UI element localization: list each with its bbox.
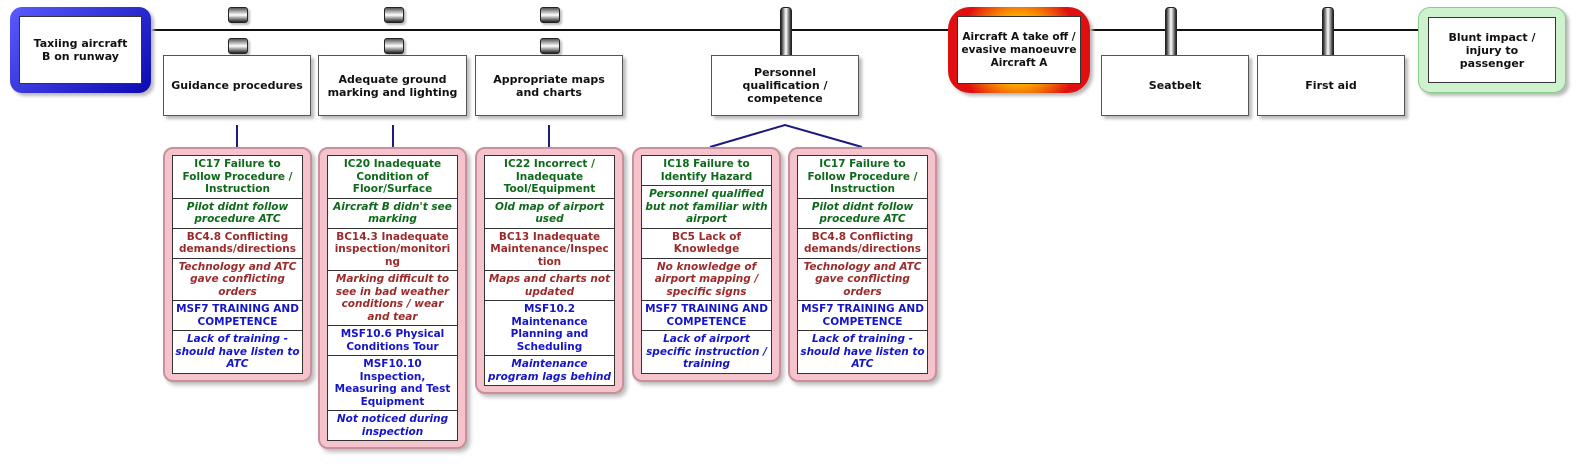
connector-line [548, 125, 550, 147]
bc-desc-cell[interactable]: Marking difficult to see in bad weather … [327, 271, 458, 326]
top-event-label: Aircraft A take off / evasive manoeuvre … [957, 16, 1081, 84]
barrier-maps-charts[interactable]: Appropriate maps and charts [475, 55, 623, 116]
bc-cell[interactable]: BC4.8 Conflicting demands/directions [172, 228, 303, 259]
barrier-post-icon [1322, 7, 1334, 59]
msf-desc-cell[interactable]: Maintenance program lags behind [484, 356, 615, 386]
barrier-indicator-icon [540, 38, 560, 54]
barrier-post-icon [780, 7, 792, 59]
ic-desc-cell[interactable]: Pilot didnt follow procedure ATC [172, 198, 303, 229]
barrier-personnel-qualification[interactable]: Personnel qualification / competence [711, 55, 859, 116]
barrier-guidance-procedures[interactable]: Guidance procedures [163, 55, 311, 116]
barrier-post-icon [1165, 7, 1177, 59]
bc-cell[interactable]: BC5 Lack of Knowledge [641, 228, 772, 259]
connector-line [392, 125, 394, 147]
msf-cell[interactable]: MSF10.2 Maintenance Planning and Schedul… [484, 301, 615, 356]
ic-desc-cell[interactable]: Old map of airport used [484, 198, 615, 229]
barrier-indicator-icon [228, 7, 248, 23]
barrier-label: Adequate ground marking and lighting [327, 72, 458, 99]
threat-label: Taxiing aircraft B on runway [19, 16, 142, 84]
barrier-indicator-icon [228, 38, 248, 54]
ic-cell[interactable]: IC17 Failure to Follow Procedure / Instr… [797, 155, 928, 199]
degradation-factor-group: IC22 Incorrect / Inadequate Tool/Equipme… [475, 147, 624, 394]
barrier-seatbelt[interactable]: Seatbelt [1101, 55, 1249, 116]
ic-cell[interactable]: IC22 Incorrect / Inadequate Tool/Equipme… [484, 155, 615, 199]
barrier-indicator-icon [384, 7, 404, 23]
consequence-node[interactable]: Blunt impact / injury to passenger [1418, 7, 1566, 93]
msf-cell[interactable]: MSF7 TRAINING AND COMPETENCE [172, 301, 303, 331]
msf-desc-cell[interactable]: Lack of training - should have listen to… [797, 331, 928, 374]
bc-desc-cell[interactable]: No knowledge of airport mapping / specif… [641, 258, 772, 301]
degradation-factor-group: IC17 Failure to Follow Procedure / Instr… [163, 147, 312, 382]
msf-cell[interactable]: MSF10.10 Inspection, Measuring and Test … [327, 356, 458, 411]
barrier-ground-marking[interactable]: Adequate ground marking and lighting [318, 55, 467, 116]
barrier-first-aid[interactable]: First aid [1257, 55, 1405, 116]
top-event-node[interactable]: Aircraft A take off / evasive manoeuvre … [948, 7, 1090, 93]
bc-cell[interactable]: BC14.3 Inadequate inspection/monitori ng [327, 228, 458, 271]
barrier-label: Personnel qualification / competence [742, 66, 828, 105]
msf-desc-cell[interactable]: Lack of airport specific instruction / t… [641, 331, 772, 374]
ic-desc-cell[interactable]: Pilot didnt follow procedure ATC [797, 198, 928, 229]
connector-line [236, 125, 238, 147]
bc-cell[interactable]: BC4.8 Conflicting demands/directions [797, 228, 928, 259]
degradation-factor-group: IC17 Failure to Follow Procedure / Instr… [788, 147, 937, 382]
msf-desc-cell[interactable]: Not noticed during inspection [327, 411, 458, 441]
ic-cell[interactable]: IC18 Failure to Identify Hazard [641, 155, 772, 186]
fork-connector [709, 123, 863, 148]
barrier-label: Appropriate maps and charts [493, 72, 605, 99]
barrier-label: Seatbelt [1148, 79, 1202, 92]
bc-cell[interactable]: BC13 Inadequate Maintenance/Inspec tion [484, 228, 615, 271]
barrier-label: Guidance procedures [171, 79, 303, 92]
bc-desc-cell[interactable]: Technology and ATC gave conflicting orde… [172, 258, 303, 301]
msf-cell[interactable]: MSF10.6 Physical Conditions Tour [327, 326, 458, 356]
threat-node[interactable]: Taxiing aircraft B on runway [10, 7, 151, 93]
barrier-indicator-icon [384, 38, 404, 54]
bc-desc-cell[interactable]: Technology and ATC gave conflicting orde… [797, 258, 928, 301]
msf-desc-cell[interactable]: Lack of training - should have listen to… [172, 331, 303, 374]
msf-cell[interactable]: MSF7 TRAINING AND COMPETENCE [641, 301, 772, 331]
ic-desc-cell[interactable]: Aircraft B didn't see marking [327, 198, 458, 229]
barrier-indicator-icon [540, 7, 560, 23]
ic-desc-cell[interactable]: Personnel qualified but not familiar wit… [641, 186, 772, 229]
ic-cell[interactable]: IC17 Failure to Follow Procedure / Instr… [172, 155, 303, 199]
msf-cell[interactable]: MSF7 TRAINING AND COMPETENCE [797, 301, 928, 331]
ic-cell[interactable]: IC20 Inadequate Condition of Floor/Surfa… [327, 155, 458, 199]
barrier-label: First aid [1305, 79, 1357, 92]
consequence-label: Blunt impact / injury to passenger [1428, 17, 1556, 83]
degradation-factor-group: IC20 Inadequate Condition of Floor/Surfa… [318, 147, 467, 449]
bc-desc-cell[interactable]: Maps and charts not updated [484, 271, 615, 301]
